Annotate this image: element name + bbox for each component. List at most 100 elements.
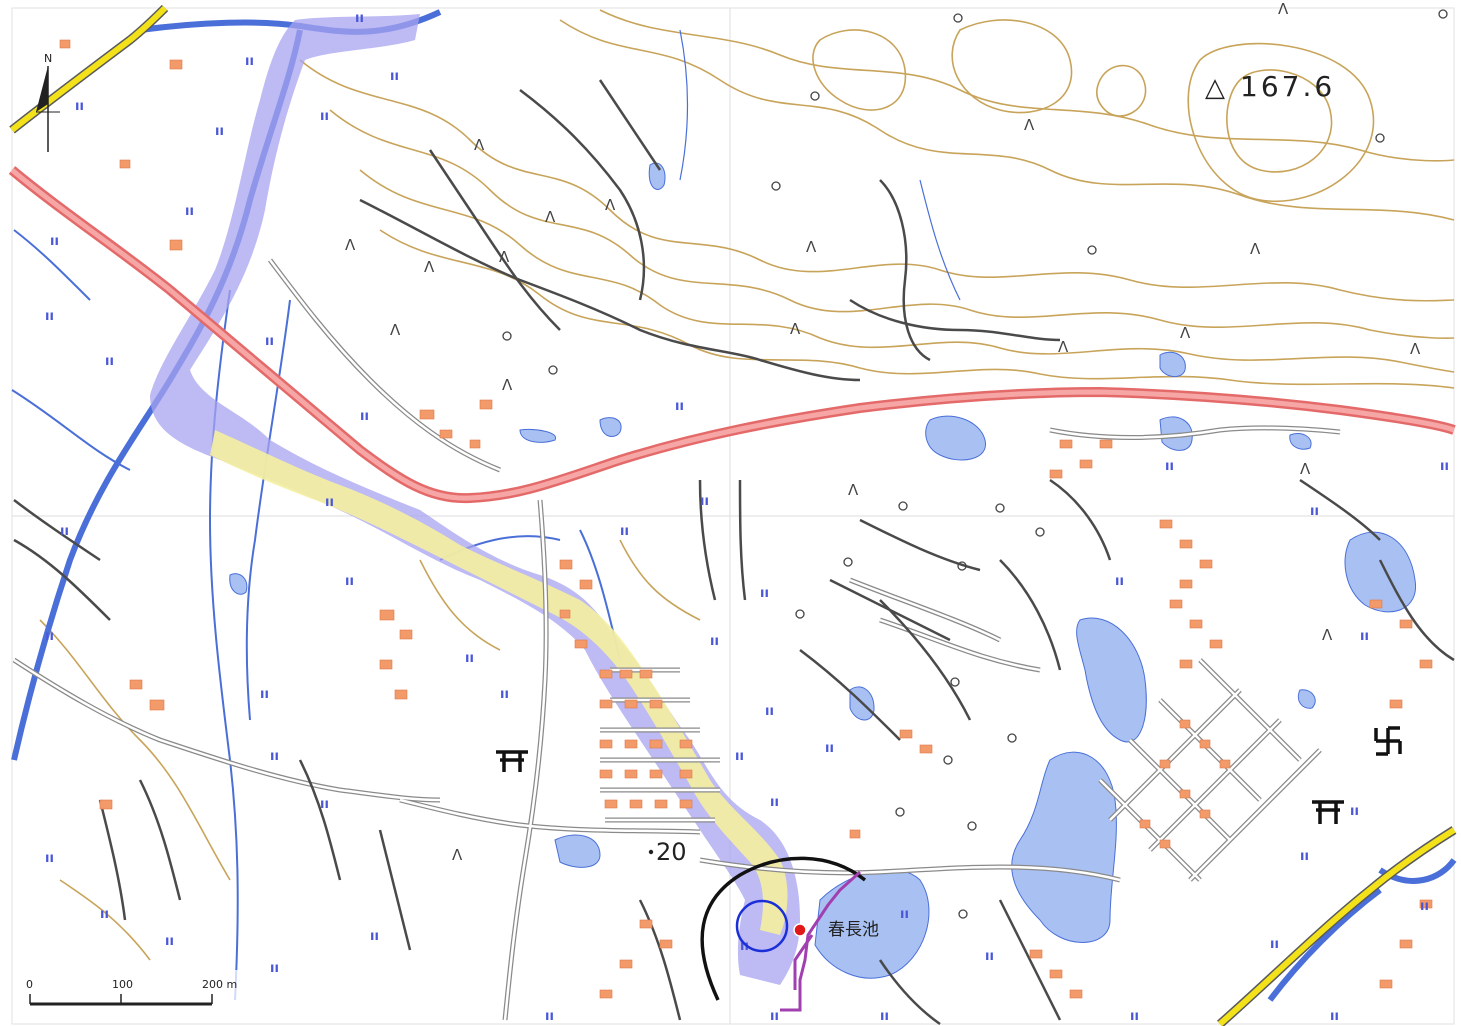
svg-text:Λ: Λ xyxy=(1300,460,1311,478)
north-arrow[interactable]: N xyxy=(36,52,60,152)
svg-text:ıı: ıı xyxy=(260,687,269,702)
svg-text:ıı: ıı xyxy=(215,124,224,139)
svg-text:ıı: ıı xyxy=(100,907,109,922)
svg-text:Λ: Λ xyxy=(1250,240,1261,258)
red-dot-marker[interactable] xyxy=(793,923,807,937)
svg-text:ıı: ıı xyxy=(710,634,719,649)
svg-text:ıı: ıı xyxy=(760,586,769,601)
conifer-tree-icon: Λ Λ Λ Λ Λ Λ Λ Λ Λ Λ Λ Λ Λ Λ Λ Λ Λ Λ Λ Λ xyxy=(345,0,1421,864)
manji-icon xyxy=(1374,726,1402,756)
svg-text:ıı: ıı xyxy=(320,109,329,124)
svg-text:Λ: Λ xyxy=(1322,626,1333,644)
svg-text:ıı: ıı xyxy=(165,934,174,949)
svg-text:ıı: ıı xyxy=(1420,899,1429,914)
svg-text:ıı: ıı xyxy=(45,851,54,866)
svg-text:Λ: Λ xyxy=(424,258,435,276)
svg-text:Λ: Λ xyxy=(499,248,510,266)
spot-height-dot xyxy=(648,849,654,855)
svg-text:Λ: Λ xyxy=(1278,0,1289,18)
svg-text:Λ: Λ xyxy=(806,238,817,256)
spot-elevation-marker: 20 xyxy=(648,838,687,866)
scale-tick-100: 100 xyxy=(112,978,133,991)
svg-text:Λ: Λ xyxy=(502,376,513,394)
buildings xyxy=(59,39,1433,999)
scale-tick-0: 0 xyxy=(26,978,33,991)
svg-text:Λ: Λ xyxy=(790,320,801,338)
north-label: N xyxy=(44,52,52,65)
svg-text:ıı: ıı xyxy=(345,574,354,589)
svg-text:ıı: ıı xyxy=(270,749,279,764)
svg-text:ıı: ıı xyxy=(825,741,834,756)
svg-text:Λ: Λ xyxy=(474,136,485,154)
svg-text:ıı: ıı xyxy=(900,907,909,922)
svg-text:ıı: ıı xyxy=(370,929,379,944)
svg-text:ıı: ıı xyxy=(1350,804,1359,819)
svg-text:ıı: ıı xyxy=(1300,849,1309,864)
svg-text:ıı: ıı xyxy=(620,524,629,539)
svg-text:ıı: ıı xyxy=(45,629,54,644)
svg-text:ıı: ıı xyxy=(765,704,774,719)
summit-elevation: 167.6 xyxy=(1240,70,1335,103)
torii-icon xyxy=(496,750,1344,824)
svg-text:ıı: ıı xyxy=(735,749,744,764)
svg-text:ıı: ıı xyxy=(880,1009,889,1024)
scale-tick-200: 200 m xyxy=(202,978,237,991)
svg-text:ıı: ıı xyxy=(45,309,54,324)
svg-text:ıı: ıı xyxy=(75,99,84,114)
paddy-field-icon: ıı ıı ıı ıı ıı ıı ıı ıı ıı ıı ıı ıı ıı ıı ıı ıı ıı ıı… xyxy=(45,11,1449,1024)
svg-text:ıı: ıı xyxy=(985,949,994,964)
svg-text:ıı: ıı xyxy=(1115,574,1124,589)
pond-label: 春長池 xyxy=(828,920,879,940)
svg-text:ıı: ıı xyxy=(325,495,334,510)
summit-marker: △ 167.6 xyxy=(1205,70,1335,103)
svg-text:ıı: ıı xyxy=(1440,459,1449,474)
contour-lines xyxy=(39,9,1455,961)
svg-text:Λ: Λ xyxy=(605,196,616,214)
svg-text:ıı: ıı xyxy=(50,234,59,249)
svg-text:ıı: ıı xyxy=(770,1009,779,1024)
svg-text:ıı: ıı xyxy=(500,687,509,702)
ponds xyxy=(229,162,1416,979)
svg-text:ıı: ıı xyxy=(1310,504,1319,519)
svg-text:ıı: ıı xyxy=(1130,1009,1139,1024)
scale-bar: 0 100 200 m xyxy=(18,970,248,1016)
svg-text:ıı: ıı xyxy=(675,399,684,414)
analysis-overlay: 春長池 xyxy=(700,856,879,1012)
broadleaf-tree-icon xyxy=(502,9,1448,919)
svg-text:ıı: ıı xyxy=(360,409,369,424)
svg-text:ıı: ıı xyxy=(355,11,364,26)
svg-text:Λ: Λ xyxy=(1024,116,1035,134)
svg-text:ıı: ıı xyxy=(265,334,274,349)
svg-text:ıı: ıı xyxy=(1330,1009,1339,1024)
svg-text:ıı: ıı xyxy=(1165,459,1174,474)
svg-text:Λ: Λ xyxy=(452,846,463,864)
blue-circle-marker xyxy=(735,899,789,953)
svg-text:Λ: Λ xyxy=(1410,340,1421,358)
svg-text:ıı: ıı xyxy=(185,204,194,219)
flood-area xyxy=(150,14,800,985)
spot-elevation: 20 xyxy=(656,838,687,866)
svg-text:Λ: Λ xyxy=(1058,338,1069,356)
svg-text:Λ: Λ xyxy=(390,321,401,339)
svg-text:Λ: Λ xyxy=(345,236,356,254)
svg-text:ıı: ıı xyxy=(465,651,474,666)
dam-line xyxy=(780,870,862,1012)
svg-text:ıı: ıı xyxy=(60,524,69,539)
svg-text:ıı: ıı xyxy=(700,494,709,509)
svg-text:Λ: Λ xyxy=(545,208,556,226)
svg-text:ıı: ıı xyxy=(105,354,114,369)
svg-text:ıı: ıı xyxy=(390,69,399,84)
svg-text:ıı: ıı xyxy=(1360,629,1369,644)
triangulation-point-icon: △ xyxy=(1205,73,1225,103)
svg-text:Λ: Λ xyxy=(1180,324,1191,342)
svg-text:ıı: ıı xyxy=(270,961,279,976)
radius-arc xyxy=(700,856,867,1001)
svg-text:ıı: ıı xyxy=(1270,937,1279,952)
svg-text:ıı: ıı xyxy=(545,1009,554,1024)
svg-text:ıı: ıı xyxy=(740,939,749,954)
svg-text:Λ: Λ xyxy=(848,481,859,499)
paths xyxy=(13,79,1455,1026)
svg-text:ıı: ıı xyxy=(245,54,254,69)
roads xyxy=(8,4,1457,1026)
